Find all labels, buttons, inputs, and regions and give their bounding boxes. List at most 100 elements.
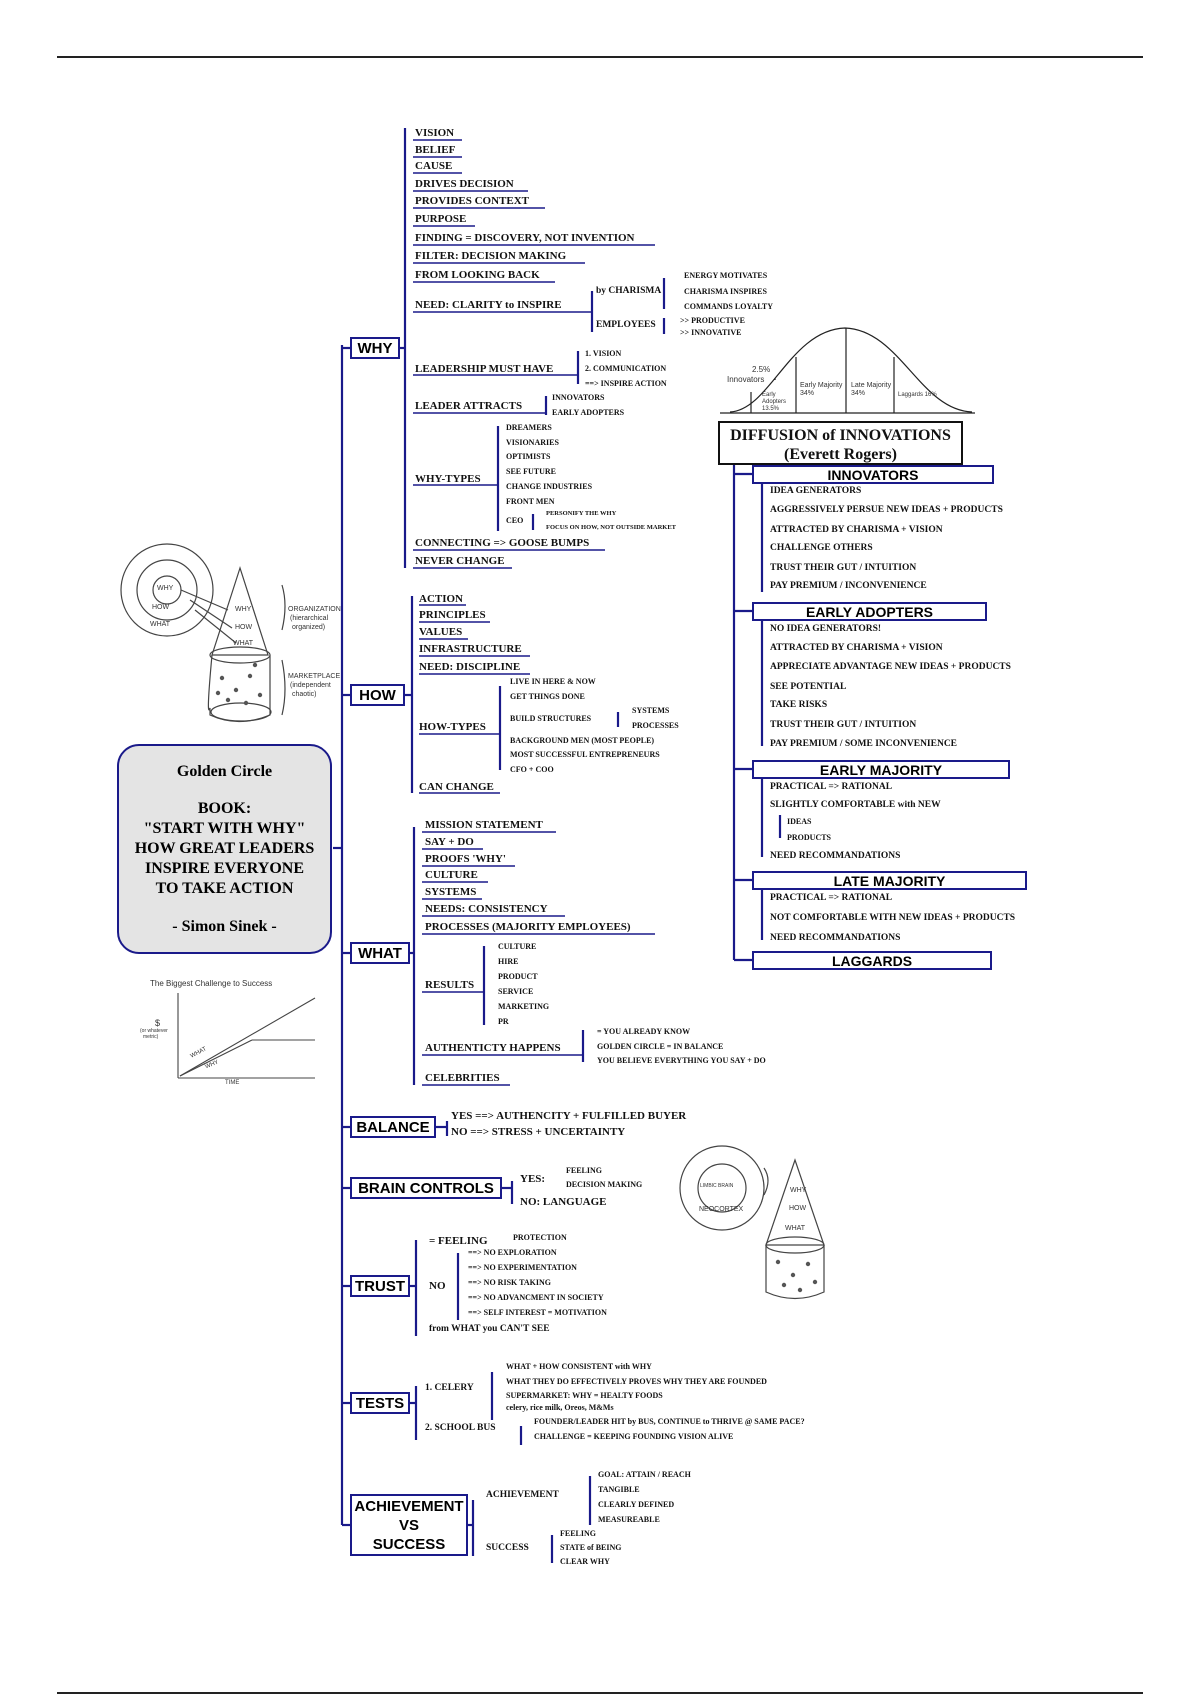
circle-label-how: HOW bbox=[152, 604, 170, 611]
early-adopters-item: NO IDEA GENERATORS! bbox=[770, 624, 882, 634]
trust-no-item: ==> SELF INTEREST = MOTIVATION bbox=[468, 1308, 607, 1317]
why-item: PROVIDES CONTEXT bbox=[415, 195, 529, 207]
brain-cone-what: WHAT bbox=[785, 1225, 806, 1232]
diffusion-early-majority[interactable]: EARLY MAJORITY bbox=[752, 760, 1010, 779]
circle-label-why: WHY bbox=[157, 585, 174, 592]
ach-line-2: VS bbox=[398, 1516, 419, 1534]
top-rule bbox=[57, 56, 1143, 58]
curve-label-2-5: 2.5% bbox=[752, 365, 771, 374]
how-type-item: BUILD STRUCTURES bbox=[510, 714, 592, 723]
charisma-item: CHARISMA INSPIRES bbox=[684, 287, 767, 296]
why-item: CAUSE bbox=[415, 160, 453, 172]
late-majority-item: NEED RECOMMANDATIONS bbox=[770, 933, 901, 943]
why-type-item: CHANGE INDUSTRIES bbox=[506, 482, 593, 491]
ceo-item: FOCUS ON HOW, NOT OUTSIDE MARKET bbox=[546, 524, 677, 531]
why-leadership: LEADERSHIP MUST HAVE bbox=[415, 363, 554, 375]
branch-what[interactable]: WHAT bbox=[350, 942, 410, 964]
achievement-item: TANGIBLE bbox=[598, 1485, 640, 1494]
leadership-item: 1. VISION bbox=[585, 349, 622, 358]
diffusion-laggards[interactable]: LAGGARDS bbox=[752, 951, 992, 970]
cone-side-market-2: (independent bbox=[290, 682, 331, 689]
diffusion-late-majority[interactable]: LATE MAJORITY bbox=[752, 871, 1027, 890]
diffusion-subtitle: (Everett Rogers) bbox=[784, 446, 897, 463]
cone-side-org-2: (hierarchical bbox=[290, 615, 329, 622]
why-never-change: NEVER CHANGE bbox=[415, 555, 505, 567]
why-connecting: CONNECTING => GOOSE BUMPS bbox=[415, 537, 590, 549]
celery-item: WHAT THEY DO EFFECTIVELY PROVES WHY THEY… bbox=[506, 1377, 767, 1386]
brain-no-language: NO: LANGUAGE bbox=[520, 1196, 607, 1208]
circle-label-what: WHAT bbox=[150, 621, 171, 628]
tests-celery: 1. CELERY bbox=[425, 1383, 474, 1393]
how-item: INFRASTRUCTURE bbox=[419, 643, 522, 655]
attracts-item: INNOVATORS bbox=[552, 393, 605, 402]
book-line-2: "START WITH WHY" bbox=[143, 820, 306, 837]
innovators-item: IDEA GENERATORS bbox=[770, 486, 862, 496]
results-item: PRODUCT bbox=[498, 972, 538, 981]
early-adopters-item: APPRECIATE ADVANTAGE NEW IDEAS + PRODUCT… bbox=[770, 662, 1011, 672]
what-item: SYSTEMS bbox=[425, 886, 477, 898]
innovators-item: TRUST THEIR GUT / INTUITION bbox=[770, 563, 917, 573]
how-item: ACTION bbox=[419, 593, 464, 605]
branch-brain-controls[interactable]: BRAIN CONTROLS bbox=[350, 1177, 502, 1199]
why-types: WHY-TYPES bbox=[415, 473, 481, 485]
trust-no-item: ==> NO RISK TAKING bbox=[468, 1278, 551, 1287]
results-item: PR bbox=[498, 1017, 509, 1026]
how-type-item: CFO + COO bbox=[510, 765, 554, 774]
book-line-3: HOW GREAT LEADERS bbox=[134, 840, 315, 857]
chart-ylabel-3: metric) bbox=[143, 1034, 159, 1040]
curve-label-innovators: Innovators bbox=[727, 375, 765, 384]
leadership-item: ==> INSPIRE ACTION bbox=[585, 379, 667, 388]
innovators-item: ATTRACTED BY CHARISMA + VISION bbox=[770, 525, 943, 535]
why-item: FROM LOOKING BACK bbox=[415, 269, 540, 281]
leadership-item: 2. COMMUNICATION bbox=[585, 364, 667, 373]
authenticity-item: GOLDEN CIRCLE = IN BALANCE bbox=[597, 1042, 724, 1051]
cone-label-what: WHAT bbox=[233, 640, 254, 647]
early-majority-item: SLIGHTLY COMFORTABLE with NEW bbox=[770, 800, 941, 810]
trust-no-item: ==> NO EXPLORATION bbox=[468, 1248, 557, 1257]
chart-ylabel-2: (or whatever bbox=[140, 1028, 168, 1034]
why-item: VISION bbox=[415, 127, 455, 139]
brain-yes: YES: bbox=[520, 1173, 546, 1185]
celery-item: WHAT + HOW CONSISTENT with WHY bbox=[506, 1362, 652, 1371]
branch-tests[interactable]: TESTS bbox=[350, 1392, 410, 1414]
center-author: - Simon Sinek - bbox=[172, 918, 277, 935]
branch-achievement-vs-success[interactable]: ACHIEVEMENT VS SUCCESS bbox=[350, 1494, 468, 1556]
late-majority-item: PRACTICAL => RATIONAL bbox=[770, 893, 893, 903]
what-item: PROCESSES (MAJORITY EMPLOYEES) bbox=[425, 921, 631, 933]
branch-trust[interactable]: TRUST bbox=[350, 1275, 410, 1297]
how-can-change: CAN CHANGE bbox=[419, 781, 494, 793]
cone-side-org-3: organized) bbox=[292, 624, 326, 631]
branch-why[interactable]: WHY bbox=[350, 337, 400, 359]
branch-balance[interactable]: BALANCE bbox=[350, 1116, 436, 1138]
why-item: DRIVES DECISION bbox=[415, 178, 514, 190]
branch-how[interactable]: HOW bbox=[350, 684, 405, 706]
what-item: NEEDS: CONSISTENCY bbox=[425, 903, 548, 915]
how-type-item: MOST SUCCESSFUL ENTREPRENEURS bbox=[510, 750, 660, 759]
how-type-item: BACKGROUND MEN (MOST PEOPLE) bbox=[510, 736, 655, 745]
ach-line-3: SUCCESS bbox=[372, 1535, 446, 1553]
diffusion-innovators[interactable]: INNOVATORS bbox=[752, 465, 994, 484]
why-item: FILTER: DECISION MAKING bbox=[415, 250, 567, 262]
curve-label-laggards: Laggards 16% bbox=[898, 392, 937, 398]
curve-label-late-majority: Late Majority 34% bbox=[851, 382, 892, 397]
what-item: SAY + DO bbox=[425, 836, 474, 848]
charisma-item: ENERGY MOTIVATES bbox=[684, 271, 768, 280]
trust-no: NO bbox=[429, 1280, 446, 1292]
book-line-4: INSPIRE EVERYONE bbox=[144, 860, 305, 877]
early-adopters-item: TAKE RISKS bbox=[770, 700, 828, 710]
how-types: HOW-TYPES bbox=[419, 721, 486, 733]
what-item: PROOFS 'WHY' bbox=[425, 853, 506, 865]
ach-line-1: ACHIEVEMENT bbox=[354, 1497, 464, 1515]
why-need-clarity: NEED: CLARITY to INSPIRE bbox=[415, 299, 562, 311]
cone-side-org: ORGANIZATION bbox=[288, 606, 341, 613]
why-leader-attracts: LEADER ATTRACTS bbox=[415, 400, 523, 412]
how-item: VALUES bbox=[419, 626, 463, 638]
cone-side-market: MARKETPLACE bbox=[288, 673, 341, 680]
what-results: RESULTS bbox=[425, 979, 475, 991]
diffusion-early-adopters[interactable]: EARLY ADOPTERS bbox=[752, 602, 987, 621]
challenge-chart-title: The Biggest Challenge to Success bbox=[150, 979, 273, 988]
structures-item: SYSTEMS bbox=[632, 706, 670, 715]
trust-from: from WHAT you CAN'T SEE bbox=[429, 1324, 550, 1334]
success-item: FEELING bbox=[560, 1529, 597, 1538]
